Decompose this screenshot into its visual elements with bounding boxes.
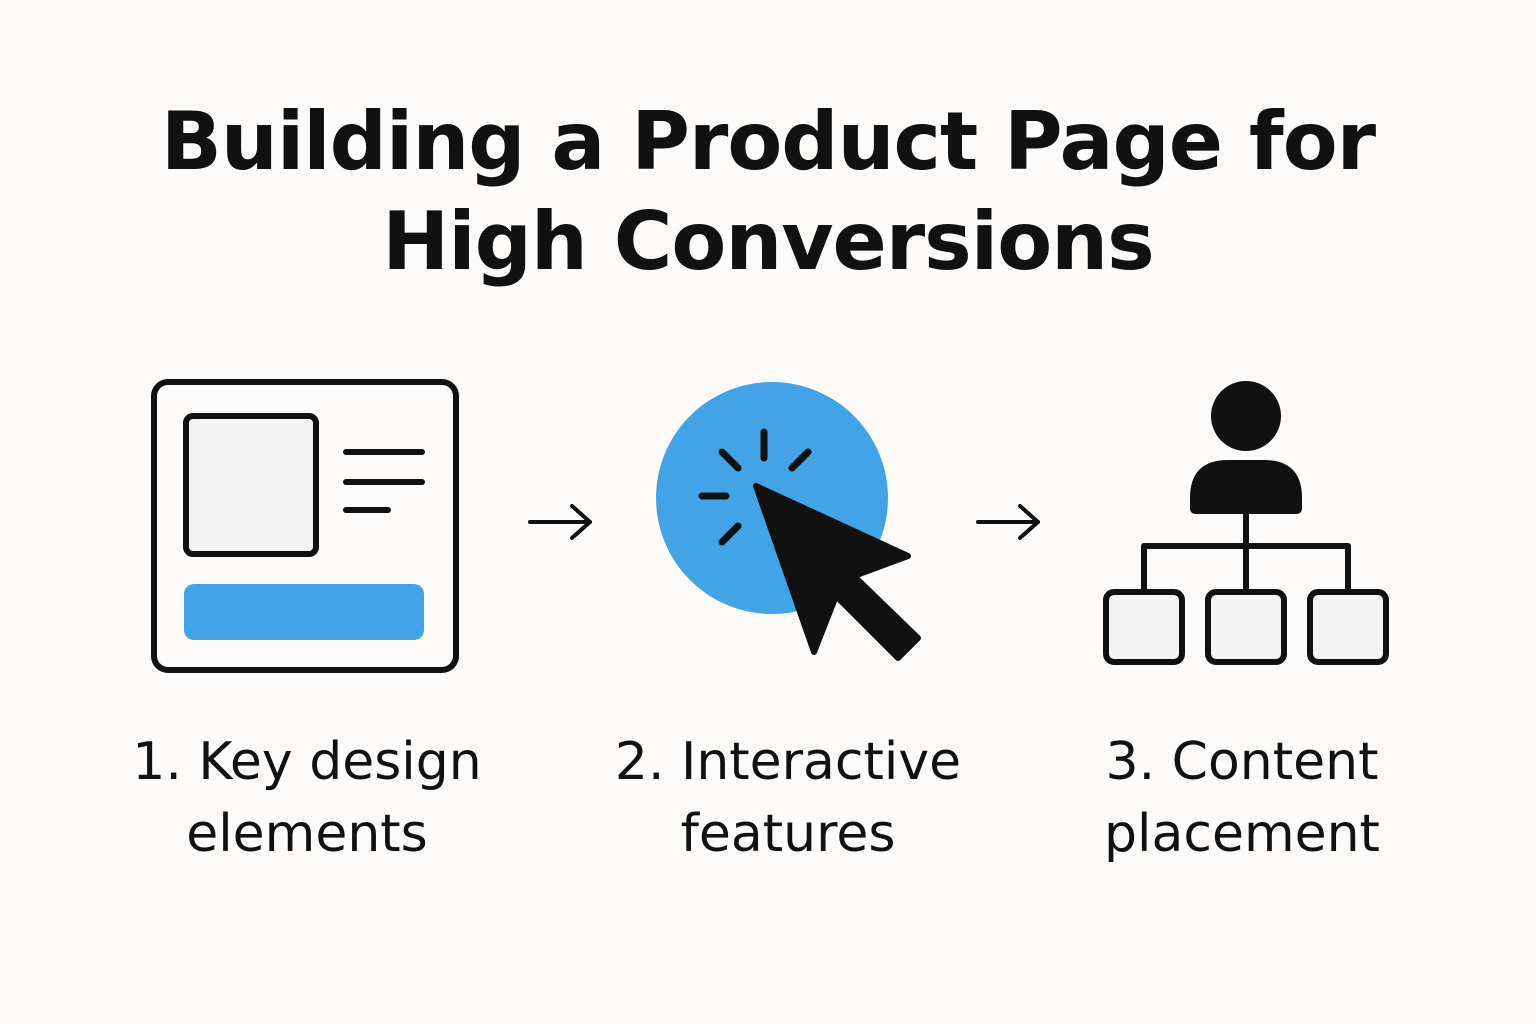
step-2-label: 2. Interactive features bbox=[578, 726, 998, 870]
step-3-label-line-2: placement bbox=[1104, 804, 1380, 864]
step-1-label-line-1: 1. Key design bbox=[132, 732, 482, 792]
step-2-label-line-2: features bbox=[680, 804, 896, 864]
arrow-right-icon bbox=[526, 500, 598, 548]
step-3-label-line-1: 3. Content bbox=[1105, 732, 1379, 792]
diagram-title: Building a Product Page for High Convers… bbox=[0, 92, 1536, 292]
hierarchy-icon bbox=[1100, 380, 1392, 670]
product-page-layout-icon bbox=[150, 378, 462, 674]
step-1-label-line-2: elements bbox=[186, 804, 428, 864]
click-cursor-icon bbox=[650, 376, 930, 666]
arrow-right-icon bbox=[974, 500, 1046, 548]
title-line-1: Building a Product Page for bbox=[160, 95, 1376, 188]
step-1-label: 1. Key design elements bbox=[97, 726, 517, 870]
step-2-label-line-1: 2. Interactive bbox=[614, 732, 962, 792]
title-line-2: High Conversions bbox=[382, 195, 1155, 288]
step-3-label: 3. Content placement bbox=[1032, 726, 1452, 870]
